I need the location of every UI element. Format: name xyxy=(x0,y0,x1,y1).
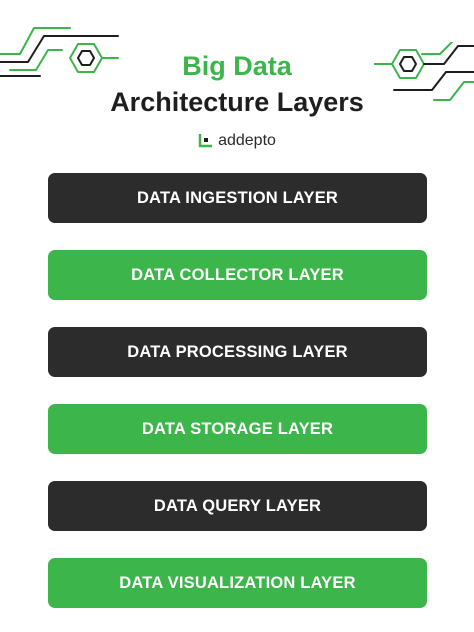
layer-box-storage: DATA STORAGE LAYER xyxy=(48,404,427,454)
title-line-1: Big Data xyxy=(182,51,292,81)
layer-label: DATA QUERY LAYER xyxy=(153,496,322,515)
layer-box-visualization: DATA VISUALIZATION LAYER xyxy=(48,558,427,608)
layer-box-query: DATA QUERY LAYER xyxy=(48,481,427,531)
brand-name: addepto xyxy=(218,132,276,149)
brand: addepto xyxy=(0,132,474,150)
circuit-decoration-left-icon xyxy=(0,27,119,77)
layer-label: DATA COLLECTOR LAYER xyxy=(131,265,344,284)
layer-box-processing: DATA PROCESSING LAYER xyxy=(48,327,427,377)
layer-label: DATA STORAGE LAYER xyxy=(141,419,334,438)
addepto-logo-icon xyxy=(198,134,213,148)
layer-stack: DATA INGESTION LAYER DATA COLLECTOR LAYE… xyxy=(48,173,427,632)
layer-label: DATA INGESTION LAYER xyxy=(136,188,339,207)
layer-box-ingestion: DATA INGESTION LAYER xyxy=(48,173,427,223)
title-line-2: Architecture Layers xyxy=(110,87,364,117)
circuit-decoration-right-icon xyxy=(374,42,474,101)
layer-label: DATA VISUALIZATION LAYER xyxy=(119,573,356,592)
layer-box-collector: DATA COLLECTOR LAYER xyxy=(48,250,427,300)
layer-label: DATA PROCESSING LAYER xyxy=(127,342,348,361)
